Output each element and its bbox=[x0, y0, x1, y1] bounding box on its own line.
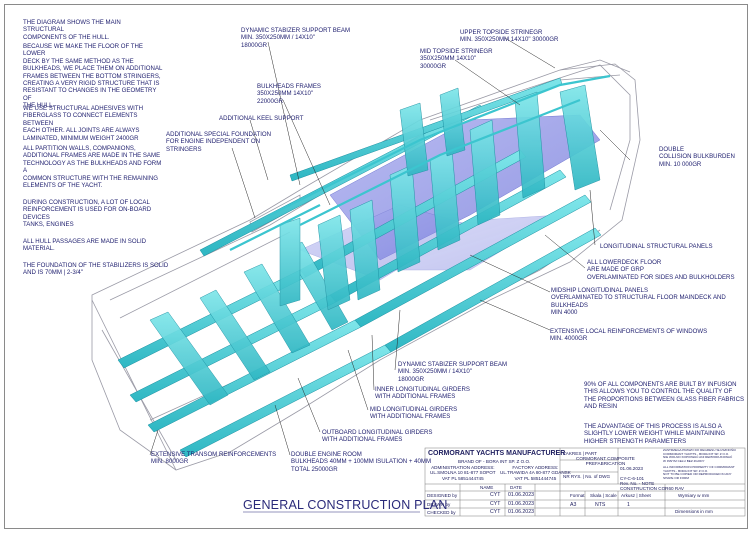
note-local-reinforcement: DURING CONSTRUCTION, A LOT OF LOCAL REIN… bbox=[23, 199, 152, 229]
label-longitudinal-panels: LONGITUDINAL STRUCTURAL PANELS bbox=[600, 243, 713, 250]
company-name: CORMORANT YACHTS MANUFACTURER bbox=[428, 450, 566, 457]
sheet-border bbox=[4, 4, 748, 529]
factory-address: FACTORY ADDRESS: UL.TRAWIDA 4A 80-877 GD… bbox=[500, 465, 571, 481]
scale-value: NTS bbox=[595, 502, 606, 508]
checked-by: CYT bbox=[490, 509, 501, 515]
revision-label: Rev. No. - NOTE bbox=[620, 481, 655, 486]
drawing-number-label: NR RYS. | No. of DWG bbox=[563, 474, 611, 479]
name-header: NAME bbox=[480, 485, 494, 490]
topside-stringers bbox=[229, 74, 611, 251]
label-mid-girders: MID LONGITUDINAL GIRDERS WITH ADDITIONAL… bbox=[370, 406, 458, 421]
part-description: CORMORANT COMPOSITE PREFABRICATION bbox=[576, 456, 635, 467]
designed-date: 01.06.2023 bbox=[508, 492, 534, 498]
note-structural-components: THE DIAGRAM SHOWS THE MAIN STRUCTURAL CO… bbox=[23, 19, 121, 41]
drawn-date: 01.06.2023 bbox=[508, 501, 534, 507]
copyright-pl: ZASTRZEGA PRAWO DO REGRESU SŁUSZNOŚCI CO… bbox=[663, 448, 737, 463]
designed-by-label: DESIGNED by bbox=[427, 493, 458, 498]
label-advantage: THE ADVANTAGE OF THIS PROCESS IS ALSO A … bbox=[584, 423, 726, 445]
note-stabilizer-foundation: THE FOUNDATION OF THE STABILIZERS IS SOL… bbox=[23, 262, 169, 277]
weight-label: Wymiary w mm bbox=[678, 493, 710, 498]
label-inner-girders: INNER LONGITUDINAL GIRDERS WITH ADDITION… bbox=[375, 386, 470, 401]
label-dynamic-stabizer-top: DYNAMIC STABIZER SUPPORT BEAM MIN. 350x2… bbox=[241, 27, 351, 49]
construction-name: CONSTRUCTION COR60 RAV bbox=[620, 486, 684, 491]
label-engine-foundation: ADDITIONAL SPECIAL FOUNDATION FOR ENGINE… bbox=[166, 131, 272, 153]
scale-label: Skala | Scale bbox=[590, 493, 617, 498]
label-midship-panels: MIDSHIP LONGITUDINAL PANELS OVERLAMINATE… bbox=[551, 287, 726, 317]
format-value: A3 bbox=[570, 502, 577, 508]
bulkhead-frames bbox=[149, 84, 601, 406]
label-lowerdeck-floor: ALL LOWERDECK FLOOR ARE MADE OF GRP OVER… bbox=[587, 259, 735, 281]
page-title: GENERAL CONSTRUCTION PLAN bbox=[243, 498, 448, 512]
copyright-en: ALL INFORMATION PROPERTY OF CORMORANT YA… bbox=[663, 465, 735, 480]
label-dynamic-stabizer-bottom: DYNAMIC STABIZER SUPPORT BEAM MIN. 350x2… bbox=[398, 361, 508, 383]
designed-by: CYT bbox=[490, 492, 501, 498]
format-label: Format bbox=[570, 493, 585, 498]
label-bulkheads-frames: BULKHEADS FRAMES 350x250mm 14x10" 22000G… bbox=[257, 83, 321, 105]
note-lower-deck: BECAUSE WE MAKE THE FLOOR OF THE LOWER D… bbox=[23, 43, 163, 110]
note-partitions: ALL PARTITION WALLS, COMPANIONS, ADDITIO… bbox=[23, 145, 162, 190]
note-hull-passages: ALL HULL PASSAGES ARE MADE IN SOLID MATE… bbox=[23, 238, 147, 253]
sheet-label: Arkusz | Sheet bbox=[621, 493, 651, 498]
label-keel-support: ADDITIONAL KEEL SUPPORT bbox=[219, 115, 304, 122]
label-window-reinforcements: EXTENSIVE LOCAL REINFORCEMENTS OF WINDOW… bbox=[550, 328, 708, 343]
date-top: 01.06.2023 bbox=[620, 466, 643, 471]
checked-date: 01.06.2023 bbox=[508, 509, 534, 515]
checked-by-label: CHECKED by bbox=[427, 510, 456, 515]
date-header: DATE bbox=[510, 485, 522, 490]
title-block-grid bbox=[424, 447, 746, 517]
label-upper-topside-stringer: UPPER TOPSIDE STRINEGR MIN. 350x250mm 14… bbox=[460, 29, 559, 44]
drawn-by-label: DRAWN by bbox=[427, 502, 451, 507]
label-collision-bulkhead: DOUBLE COLLISION BULKBURDEN MIN. 10 000G… bbox=[659, 146, 735, 168]
dimensions-label: Dimensions in mm bbox=[675, 509, 713, 514]
note-adhesives: WE USE STRUCTURAL ADHESIVES WITH FIBERGL… bbox=[23, 105, 143, 142]
drawing-number: CY-C-6-101 bbox=[620, 476, 645, 481]
sheet-value: 1 bbox=[627, 502, 630, 508]
part-label: ZAKRES | PART bbox=[563, 451, 597, 456]
label-transom: EXTENSIVE TRANSOM REINFORCEMENTS MIN. 80… bbox=[151, 451, 277, 466]
label-outboard-girders: OUTBOARD LONGITUDINAL GIRDERS WITH ADDIT… bbox=[322, 429, 433, 444]
label-infusion: 90% OF ALL COMPONENTS ARE BUILT BY INFUS… bbox=[584, 381, 745, 411]
leader-lines bbox=[149, 37, 631, 456]
admin-address: ADMINISTRATION ADDRESS: UL.SMOLNA 10 81-… bbox=[430, 465, 496, 481]
label-engine-room: DOUBLE ENGINE ROOM BULKHEADS 40mm + 100m… bbox=[291, 451, 432, 473]
company-brand: BRAND OF - BORA INT SP. Z O.O. bbox=[458, 459, 531, 464]
label-mid-topside-stringer: MID TOPSIDE STRINEGR 350x250mm 14x10" 30… bbox=[420, 48, 493, 70]
drawn-by: CYT bbox=[490, 501, 501, 507]
